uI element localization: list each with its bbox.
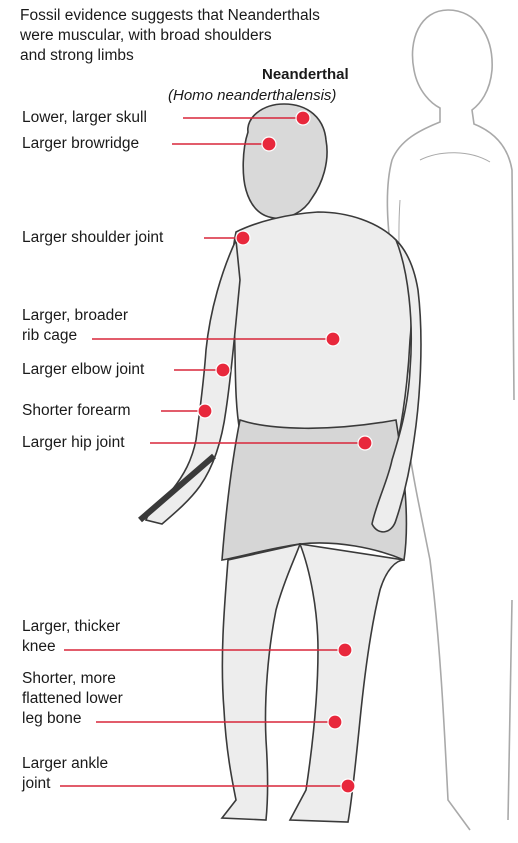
label-line: Larger, broader <box>22 306 128 326</box>
label-line: knee <box>22 637 120 657</box>
marker-elbow <box>216 363 230 377</box>
label-line: Larger elbow joint <box>22 360 144 380</box>
intro-line: were muscular, with broad shoulders <box>20 26 320 46</box>
label-line: Shorter, more <box>22 669 123 689</box>
figure-subtitle: (Homo neanderthalensis) <box>168 86 336 106</box>
label-ankle: Larger ankle joint <box>22 754 108 794</box>
marker-ankle <box>341 779 355 793</box>
marker-ribcage <box>326 332 340 346</box>
label-line: Shorter forearm <box>22 401 131 421</box>
label-line: leg bone <box>22 709 123 729</box>
label-line: flattened lower <box>22 689 123 709</box>
label-line: rib cage <box>22 326 128 346</box>
label-forearm: Shorter forearm <box>22 401 131 421</box>
label-elbow: Larger elbow joint <box>22 360 144 380</box>
marker-hip <box>358 436 372 450</box>
label-line: Lower, larger skull <box>22 108 147 128</box>
label-ribcage: Larger, broader rib cage <box>22 306 128 346</box>
marker-browridge <box>262 137 276 151</box>
intro-line: and strong limbs <box>20 46 320 66</box>
marker-skull <box>296 111 310 125</box>
label-line: joint <box>22 774 108 794</box>
marker-forearm <box>198 404 212 418</box>
label-hip: Larger hip joint <box>22 433 125 453</box>
label-shoulder: Larger shoulder joint <box>22 228 163 248</box>
label-skull: Lower, larger skull <box>22 108 147 128</box>
label-line: Larger shoulder joint <box>22 228 163 248</box>
marker-shoulder <box>236 231 250 245</box>
marker-legbone <box>328 715 342 729</box>
neanderthal-figure <box>140 104 421 822</box>
label-line: Larger, thicker <box>22 617 120 637</box>
figure-title: Neanderthal <box>262 65 349 85</box>
intro-text: Fossil evidence suggests that Neandertha… <box>20 6 320 66</box>
marker-knee <box>338 643 352 657</box>
label-legbone: Shorter, more flattened lower leg bone <box>22 669 123 729</box>
label-line: Larger browridge <box>22 134 139 154</box>
label-line: Larger hip joint <box>22 433 125 453</box>
label-browridge: Larger browridge <box>22 134 139 154</box>
intro-line: Fossil evidence suggests that Neandertha… <box>20 6 320 26</box>
label-knee: Larger, thicker knee <box>22 617 120 657</box>
label-line: Larger ankle <box>22 754 108 774</box>
